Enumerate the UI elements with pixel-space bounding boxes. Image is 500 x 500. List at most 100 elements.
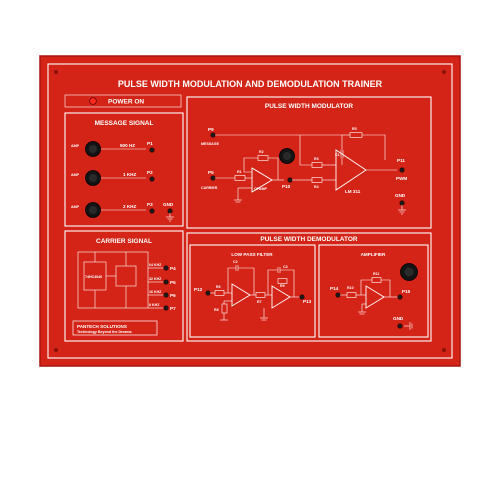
terminal-p4[interactable] bbox=[163, 265, 169, 271]
r6-label: R6 bbox=[216, 285, 221, 289]
ground-symbol-amp-gnd bbox=[404, 322, 413, 330]
message-row-3: AMP 2 KHZ P3 bbox=[71, 202, 155, 218]
modulator-frame bbox=[186, 96, 432, 229]
port-label-p3: P3 bbox=[147, 202, 153, 207]
pwm-label: PWM bbox=[396, 176, 407, 181]
c2-label: C2 bbox=[233, 260, 238, 264]
message-signal-frame bbox=[64, 112, 184, 227]
port-label-p7: P7 bbox=[170, 306, 176, 311]
brand-logo-box bbox=[72, 320, 158, 336]
freq-label-2: 1 KHZ bbox=[123, 172, 136, 177]
modulator-knob-cap bbox=[283, 152, 291, 160]
carrier-freq-3: 16 KHZ bbox=[149, 290, 162, 294]
carrier-signal-title: CARRIER SIGNAL bbox=[96, 238, 152, 245]
ground-symbol-lpf bbox=[220, 308, 268, 321]
trainer-title: PULSE WIDTH MODULATION AND DEMODULATION … bbox=[118, 79, 383, 89]
terminal-p15[interactable] bbox=[397, 294, 403, 300]
port-label-p9: P9 bbox=[208, 127, 214, 132]
r4-label: R4 bbox=[314, 185, 319, 189]
port-label-p15: P15 bbox=[402, 289, 411, 294]
carrier-input-label: CARRIER bbox=[201, 186, 218, 190]
terminal-p2[interactable] bbox=[149, 176, 155, 182]
carrier-signal-frame bbox=[64, 230, 184, 342]
port-label-p12: P12 bbox=[194, 287, 203, 292]
c1-label: C1 bbox=[335, 153, 340, 157]
lm311-label: LM 311 bbox=[345, 189, 361, 194]
screw-top-right bbox=[442, 70, 446, 74]
c3-label: C3 bbox=[283, 265, 288, 269]
freq-label-1: 500 HZ bbox=[120, 143, 135, 148]
carrier-port-p6: 16 KHZ P6 bbox=[148, 290, 176, 298]
terminal-p11[interactable] bbox=[399, 167, 405, 173]
power-led bbox=[89, 97, 97, 105]
power-box bbox=[64, 94, 182, 108]
power-label: POWER ON bbox=[108, 99, 144, 106]
carrier-port-p4: 64 KHZ P4 bbox=[148, 263, 176, 271]
demodulator-title: PULSE WIDTH DEMODULATOR bbox=[260, 236, 358, 243]
terminal-p9[interactable] bbox=[210, 132, 216, 138]
low-pass-filter-title: LOW PASS FILTER bbox=[231, 252, 273, 257]
lpf-opamp-1 bbox=[231, 283, 251, 307]
opamp-label: OPAMP bbox=[254, 187, 268, 191]
port-label-p13: P13 bbox=[303, 299, 312, 304]
red-panel bbox=[39, 55, 461, 367]
r8-label: R8 bbox=[214, 308, 219, 312]
amplifier-title: AMPLIFIER bbox=[361, 252, 386, 257]
ground-symbol-amplifier bbox=[358, 304, 366, 315]
port-label-p5-carrier: P5 bbox=[208, 170, 214, 175]
port-label-p11: P11 bbox=[397, 158, 405, 163]
terminal-p1[interactable] bbox=[149, 147, 155, 153]
amplifier-gnd-label: GND bbox=[393, 316, 404, 321]
screw-top-left bbox=[54, 70, 58, 74]
amp-label-2: AMP bbox=[71, 173, 80, 177]
port-label-p14: P14 bbox=[330, 286, 339, 291]
terminal-p3[interactable] bbox=[149, 208, 155, 214]
amp-knob-2-cap bbox=[89, 174, 97, 182]
carrier-freq-4: 8 KHZ bbox=[149, 303, 160, 307]
amp-knob-3-cap bbox=[89, 206, 97, 214]
freq-label-3: 2 KHZ bbox=[123, 204, 136, 209]
modulator-gnd-label: GND bbox=[395, 193, 406, 198]
opamp-symbol bbox=[251, 167, 273, 193]
r2-label: R2 bbox=[259, 150, 264, 154]
ground-symbol-modulator bbox=[398, 205, 406, 215]
terminal-p5-carrier[interactable] bbox=[210, 175, 216, 181]
terminal-p14[interactable] bbox=[335, 292, 341, 298]
message-input-label: MESSAGE bbox=[201, 142, 220, 146]
terminal-p5[interactable] bbox=[163, 279, 169, 285]
port-label-p6: P6 bbox=[170, 293, 176, 298]
panel-border bbox=[47, 63, 453, 359]
message-row-1: AMP 500 HZ P1 bbox=[71, 141, 155, 157]
screw-bottom-right bbox=[442, 348, 446, 352]
port-label-p4: P4 bbox=[170, 266, 176, 271]
amp-knob-1-cap bbox=[89, 145, 97, 153]
terminal-amplifier-gnd[interactable] bbox=[397, 323, 403, 329]
amp-label-1: AMP bbox=[71, 144, 80, 148]
terminal-p13[interactable] bbox=[299, 294, 305, 300]
r5-label: R5 bbox=[352, 127, 357, 131]
brand-name: PANTECH SOLUTIONS bbox=[77, 324, 127, 329]
port-label-p1: P1 bbox=[147, 141, 153, 146]
r1-label: R1 bbox=[237, 170, 242, 174]
message-signal-title: MESSAGE SIGNAL bbox=[95, 120, 154, 127]
r9-label: R9 bbox=[280, 284, 285, 288]
r7-label: R7 bbox=[257, 300, 262, 304]
screw-bottom-left bbox=[54, 348, 58, 352]
terminal-message-gnd[interactable] bbox=[167, 208, 173, 214]
terminal-p10[interactable] bbox=[287, 177, 293, 183]
carrier-circuit-box bbox=[77, 251, 149, 309]
low-pass-filter-frame bbox=[189, 244, 316, 338]
modulator-title: PULSE WIDTH MODULATOR bbox=[265, 103, 354, 110]
port-label-p10: P10 bbox=[282, 184, 291, 189]
amplifier-opamp bbox=[365, 285, 385, 309]
terminal-p7[interactable] bbox=[163, 305, 169, 311]
counter-ic-label: 74HC4040 bbox=[85, 275, 102, 279]
r3-label: R3 bbox=[314, 157, 319, 161]
terminal-modulator-gnd[interactable] bbox=[399, 200, 405, 206]
port-label-p5: P5 bbox=[170, 280, 176, 285]
brand-tagline: Technology Beyond the Dreams bbox=[77, 330, 132, 334]
carrier-port-p5: 32 KHZ P5 bbox=[148, 277, 176, 285]
terminal-p6[interactable] bbox=[163, 292, 169, 298]
terminal-p12[interactable] bbox=[205, 290, 211, 296]
message-row-2: AMP 1 KHZ P2 bbox=[71, 170, 155, 186]
